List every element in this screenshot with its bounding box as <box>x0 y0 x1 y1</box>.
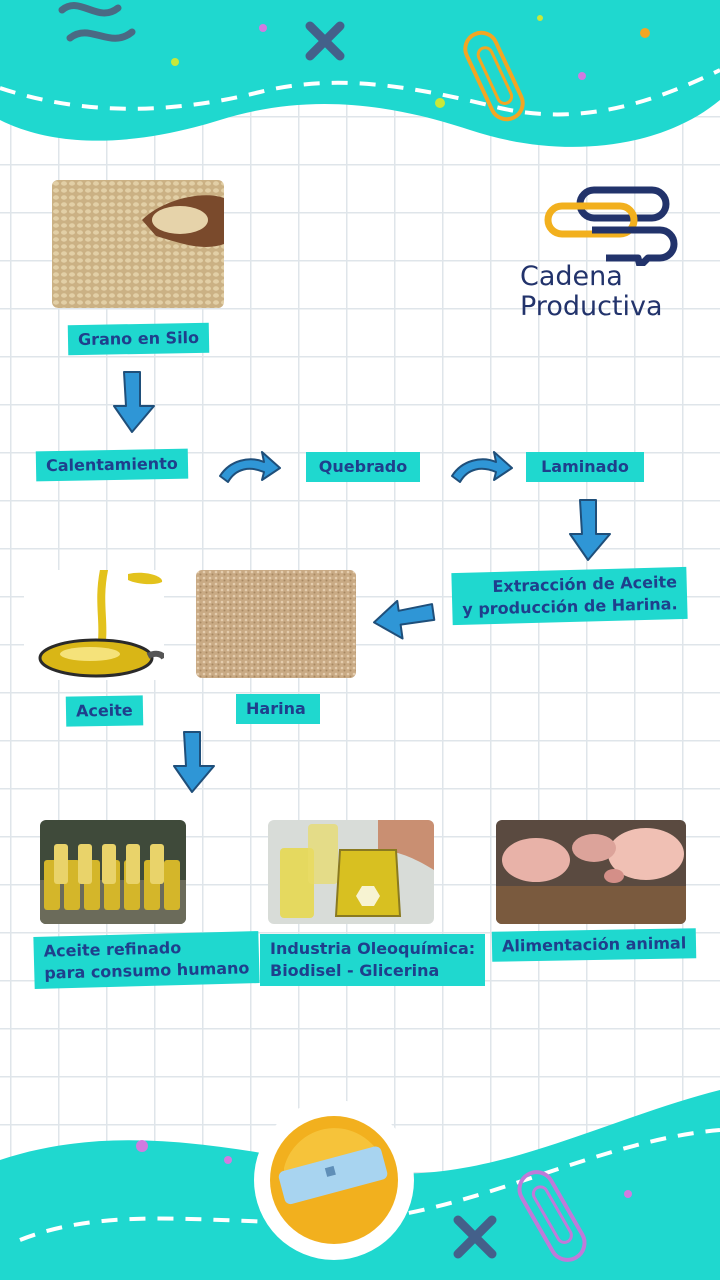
label-extraccion-line-2: y producción de Harina. <box>462 594 678 619</box>
label-aceite: Aceite <box>65 695 143 727</box>
label-aceite-refinado-line-2: para consumo humano <box>44 958 250 983</box>
label-grano-en-silo: Grano en Silo <box>67 322 210 356</box>
label-industria-oleoquimica-line-2: Biodisel - Glicerina <box>270 961 440 980</box>
oil-photo <box>24 570 164 680</box>
bottles-photo <box>40 820 186 924</box>
grain-photo <box>52 180 224 308</box>
label-calentamiento: Calentamiento <box>35 448 189 482</box>
medallion-icon <box>254 1100 414 1260</box>
brand-logo-icon <box>544 186 678 266</box>
label-industria-oleoquimica: Industria Oleoquímica: Biodisel - Glicer… <box>260 934 486 986</box>
label-alimentacion-animal: Alimentación animal <box>491 928 697 962</box>
brand-line-1: Cadena <box>520 261 623 292</box>
brand-line-2: Productiva <box>520 291 663 322</box>
top-wave-decoration <box>0 0 720 147</box>
arrow-left-icon <box>373 599 436 640</box>
brand-name: Cadena Productiva <box>520 262 663 322</box>
label-extraccion: Extracción de Aceite y producción de Har… <box>451 566 688 626</box>
arrow-down-2-icon <box>569 499 611 561</box>
label-industria-oleoquimica-line-1: Industria Oleoquímica: <box>270 939 476 958</box>
label-harina: Harina <box>236 694 320 724</box>
flour-photo <box>196 570 356 678</box>
arrow-curve-2-icon <box>451 451 513 483</box>
label-aceite-refinado: Aceite refinado para consumo humano <box>33 931 260 989</box>
label-laminado: Laminado <box>526 452 644 482</box>
label-quebrado: Quebrado <box>306 452 420 482</box>
arrow-down-1-icon <box>113 371 155 433</box>
arrow-curve-1-icon <box>219 451 281 483</box>
arrow-down-3-icon <box>173 731 215 793</box>
pigs-photo <box>496 820 686 924</box>
lab-photo <box>268 820 434 924</box>
